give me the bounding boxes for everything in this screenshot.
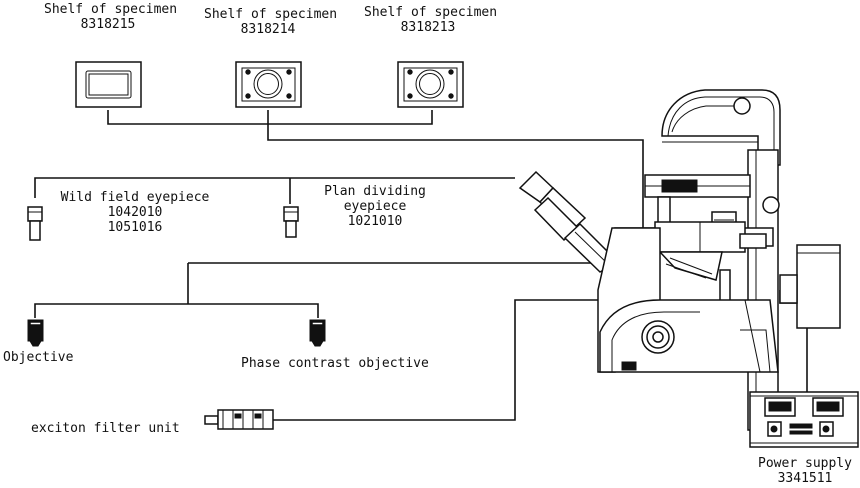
phase-contrast-objective-drawing xyxy=(309,319,326,347)
shelf-8318214-label: Shelf of specimen 8318214 xyxy=(204,7,338,37)
wild-field-eyepiece-label: Wild field eyepiece 1042010 1051016 xyxy=(52,190,218,235)
shelf-8318213-drawing xyxy=(397,61,464,108)
shelf-8318214-name: Shelf of specimen xyxy=(204,7,338,22)
shelf-8318215-label: Shelf of specimen 8318215 xyxy=(44,2,178,32)
objective-drawing xyxy=(27,319,44,347)
plan-dividing-eyepiece-drawing xyxy=(283,206,299,238)
microscope-drawing xyxy=(518,89,781,431)
power-supply-drawing xyxy=(749,391,859,448)
power-supply-label: Power supply 3341511 xyxy=(750,456,860,486)
shelf-8318213-code: 8318213 xyxy=(400,20,456,35)
shelf-8318213-name: Shelf of specimen xyxy=(364,5,498,20)
objective-label: Objective xyxy=(3,350,74,365)
shelf-8318213-label: Shelf of specimen 8318213 xyxy=(364,5,498,35)
shelf-8318215-name: Shelf of specimen xyxy=(44,2,178,17)
exciton-filter-unit-label: exciton filter unit xyxy=(31,421,180,436)
plan-dividing-eyepiece-name-1: Plan dividing xyxy=(324,184,426,199)
shelf-8318214-drawing xyxy=(235,61,302,108)
plan-dividing-eyepiece-label: Plan dividing eyepiece 1021010 xyxy=(320,184,430,229)
phase-contrast-objective-label: Phase contrast objective xyxy=(241,356,429,371)
plan-dividing-eyepiece-name-2: eyepiece xyxy=(343,199,407,214)
connector-lines xyxy=(34,110,808,421)
shelf-8318214-code: 8318214 xyxy=(240,22,296,37)
power-supply-code: 3341511 xyxy=(777,471,833,486)
exciton-filter-unit-drawing xyxy=(204,409,274,430)
wild-field-eyepiece-code-2: 1051016 xyxy=(107,220,163,235)
wild-field-eyepiece-code-1: 1042010 xyxy=(107,205,163,220)
wild-field-eyepiece-drawing xyxy=(27,206,43,241)
shelf-8318215-code: 8318215 xyxy=(80,17,136,32)
plan-dividing-eyepiece-code: 1021010 xyxy=(347,214,403,229)
power-supply-name: Power supply xyxy=(758,456,852,471)
lamp-housing-drawing xyxy=(779,244,841,329)
wild-field-eyepiece-name: Wild field eyepiece xyxy=(60,190,210,205)
shelf-8318215-drawing xyxy=(75,61,142,108)
